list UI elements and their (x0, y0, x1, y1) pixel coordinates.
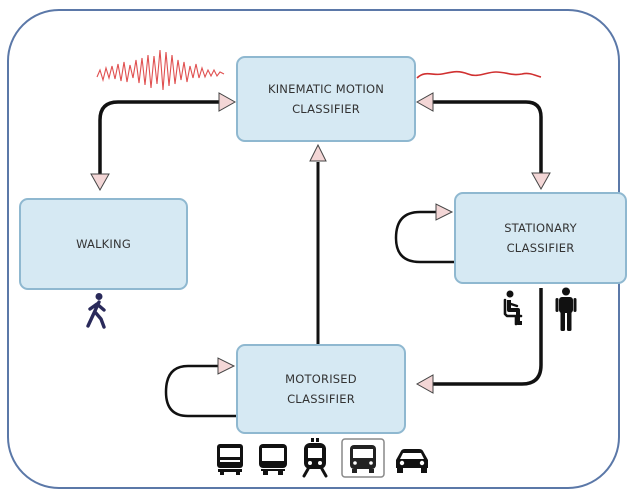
kinematic-motion-classifier-label: KINEMATIC MOTION CLASSIFIER (267, 82, 385, 116)
high-frequency-signal (96, 49, 225, 91)
arrowhead-motorised (415, 374, 434, 394)
walking-node: WALKING (19, 198, 188, 290)
motorised-classifier-node: MOTORISED CLASSIFIER (236, 344, 406, 434)
arrowhead-stationary (531, 172, 551, 191)
stationary-self-loop (394, 210, 454, 264)
bus-icon (259, 444, 287, 475)
pedestrian-icon (86, 293, 106, 329)
stationary-classifier-node: STATIONARY CLASSIFIER (454, 192, 627, 284)
stationary-kinematic-connector (433, 100, 543, 173)
arrowhead-kinematic-bottom (309, 143, 327, 162)
arrowhead-walking (90, 173, 110, 192)
seated-person-icon (503, 290, 523, 326)
stationary-motorised-connector (433, 288, 543, 386)
motorised-self-loop (164, 364, 236, 418)
stationary-classifier-label: STATIONARY CLASSIFIER (504, 221, 577, 255)
standing-person-icon (555, 287, 577, 331)
car-icon (396, 449, 428, 473)
walking-label: WALKING (76, 237, 131, 251)
train-icon (217, 444, 243, 475)
kinematic-motion-classifier-node: KINEMATIC MOTION CLASSIFIER (236, 56, 416, 142)
bus-front-icon (341, 438, 385, 478)
arrowhead-stationary-loop (435, 203, 454, 221)
walking-kinematic-connector (98, 100, 219, 176)
motorised-classifier-label: MOTORISED CLASSIFIER (285, 372, 357, 406)
arrowhead-kinematic-right (415, 92, 434, 112)
tram-icon (302, 438, 328, 478)
arrowhead-motorised-loop (217, 357, 236, 375)
arrowhead-kinematic-left (218, 92, 237, 112)
low-frequency-signal (416, 70, 542, 79)
